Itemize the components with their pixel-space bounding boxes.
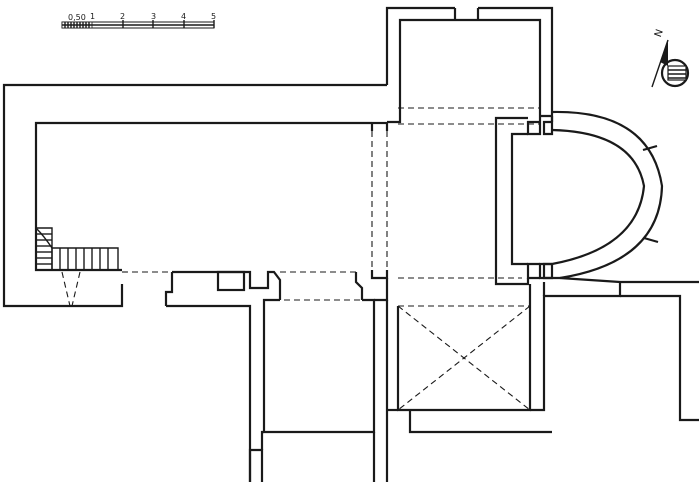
scale-tick-label-5: 5	[211, 12, 216, 21]
apse	[494, 110, 699, 286]
crossing	[370, 107, 540, 280]
scale-tick-label-0-50: 0,50	[68, 13, 86, 22]
nave-south-wall	[122, 270, 364, 482]
scale-tick-label-2: 2	[120, 12, 125, 21]
scale-tick-label-3: 3	[151, 12, 156, 21]
scale-bar-hatched-segment	[61, 21, 93, 29]
south-vaulted-bay	[385, 282, 699, 482]
staircase	[35, 227, 119, 271]
scale-tick-label-4: 4	[181, 12, 186, 21]
north-arrow: N	[651, 28, 690, 88]
north-chapel	[385, 6, 554, 124]
north-arrow-label: N	[653, 28, 666, 39]
scale-bar: 0,50 1 2 3 4 5	[61, 12, 216, 29]
scale-tick-label-1: 1	[90, 12, 95, 21]
south-chapel	[248, 278, 389, 482]
